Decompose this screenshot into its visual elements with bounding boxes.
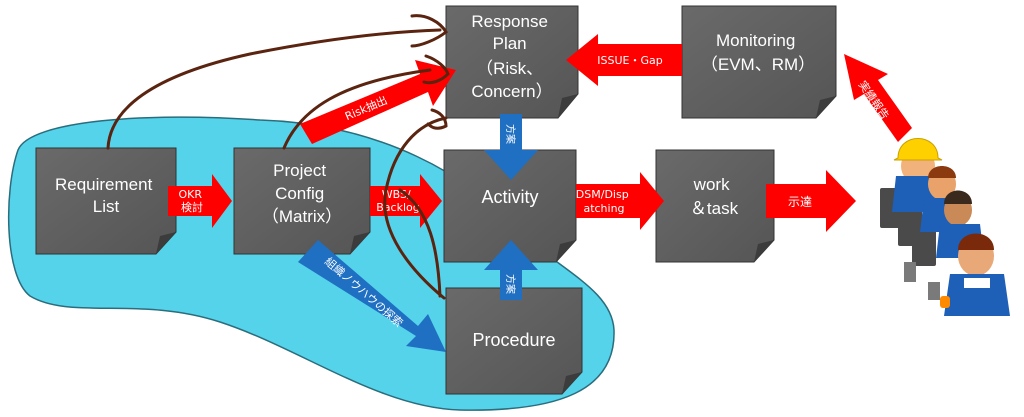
requirement-list-label: Requirement List — [55, 175, 157, 216]
issue-line-1: ISSUE・Gap — [597, 54, 662, 67]
issue-gap-arrow: ISSUE・Gap — [566, 34, 682, 86]
monitoring-line-2: （EVM、RM） — [701, 55, 815, 74]
procedure-label: Procedure — [472, 330, 555, 350]
okr-line-1: OKR — [178, 188, 202, 201]
curve-procedure-to-response — [383, 116, 448, 300]
shitatsu-arrow: 示達 — [766, 170, 856, 232]
curve-head-2 — [422, 54, 450, 85]
housaku-top-label: 方案 — [504, 124, 517, 144]
work-task-label: work ＆task — [690, 175, 739, 218]
activity-box: Activity — [443, 149, 577, 263]
okr-arrow-label: OKR 検討 — [178, 188, 205, 214]
monitoring-line-1: Monitoring — [716, 31, 795, 50]
curve-project-to-procedure — [398, 188, 442, 298]
housaku-bottom-line: 方案 — [504, 274, 517, 294]
dsm-dispatching-arrow: DSM/Disp atching — [576, 172, 664, 230]
dsm-line-2: atching — [583, 202, 624, 215]
project-line-3: （Matrix） — [262, 207, 342, 226]
curve-head-3 — [426, 108, 448, 130]
work-task-box: work ＆task — [655, 149, 775, 263]
wbs-line-2: Backlog — [376, 201, 419, 214]
procedure-line-1: Procedure — [472, 330, 555, 350]
procedure-box: Procedure — [445, 287, 583, 395]
jisseki-hokoku-arrow: 実績報告 — [844, 54, 912, 142]
housaku-arrow-bottom: 方案 — [484, 240, 538, 300]
requirement-list-box: Requirement List — [35, 147, 177, 255]
housaku-top-line: 方案 — [504, 124, 517, 144]
housaku-bottom-label: 方案 — [504, 274, 517, 294]
response-line-1: Response — [471, 12, 548, 31]
monitoring-label: Monitoring （EVM、RM） — [701, 31, 815, 74]
feedback-curves — [106, 14, 450, 300]
dsm-line-1: DSM/Disp — [576, 188, 629, 201]
issue-gap-label: ISSUE・Gap — [597, 54, 662, 67]
team-of-workers-icon — [880, 138, 1010, 316]
project-line-1: Project — [273, 161, 326, 180]
housaku-arrow-top: 方案 — [484, 114, 538, 180]
shitatsu-label: 示達 — [788, 195, 812, 209]
project-config-label: Project Config （Matrix） — [262, 161, 342, 226]
response-plan-label: Response Plan （Risk、 Concern） — [471, 12, 552, 101]
work-line-1: work — [693, 175, 730, 194]
requirement-line-2: List — [93, 197, 120, 216]
dsm-dispatching-label: DSM/Disp atching — [576, 188, 632, 215]
curve-requirement-to-response — [106, 28, 442, 150]
response-line-3: （Risk、 — [476, 59, 543, 78]
response-line-4: Concern） — [471, 82, 552, 101]
activity-line-1: Activity — [481, 187, 538, 207]
okr-line-2: 検討 — [181, 200, 203, 214]
project-line-2: Config — [275, 184, 324, 203]
shitatsu-line-1: 示達 — [788, 195, 812, 209]
response-line-2: Plan — [493, 34, 527, 53]
curve-project-to-response — [282, 68, 432, 150]
monitoring-box: Monitoring （EVM、RM） — [681, 5, 837, 119]
activity-label: Activity — [481, 187, 538, 207]
project-config-box: Project Config （Matrix） — [233, 147, 371, 255]
work-line-2: ＆task — [690, 199, 739, 218]
curve-head-1 — [410, 14, 448, 48]
okr-arrow: OKR 検討 — [168, 174, 232, 228]
requirement-line-1: Requirement — [55, 175, 153, 194]
response-plan-box: Response Plan （Risk、 Concern） — [445, 5, 579, 119]
